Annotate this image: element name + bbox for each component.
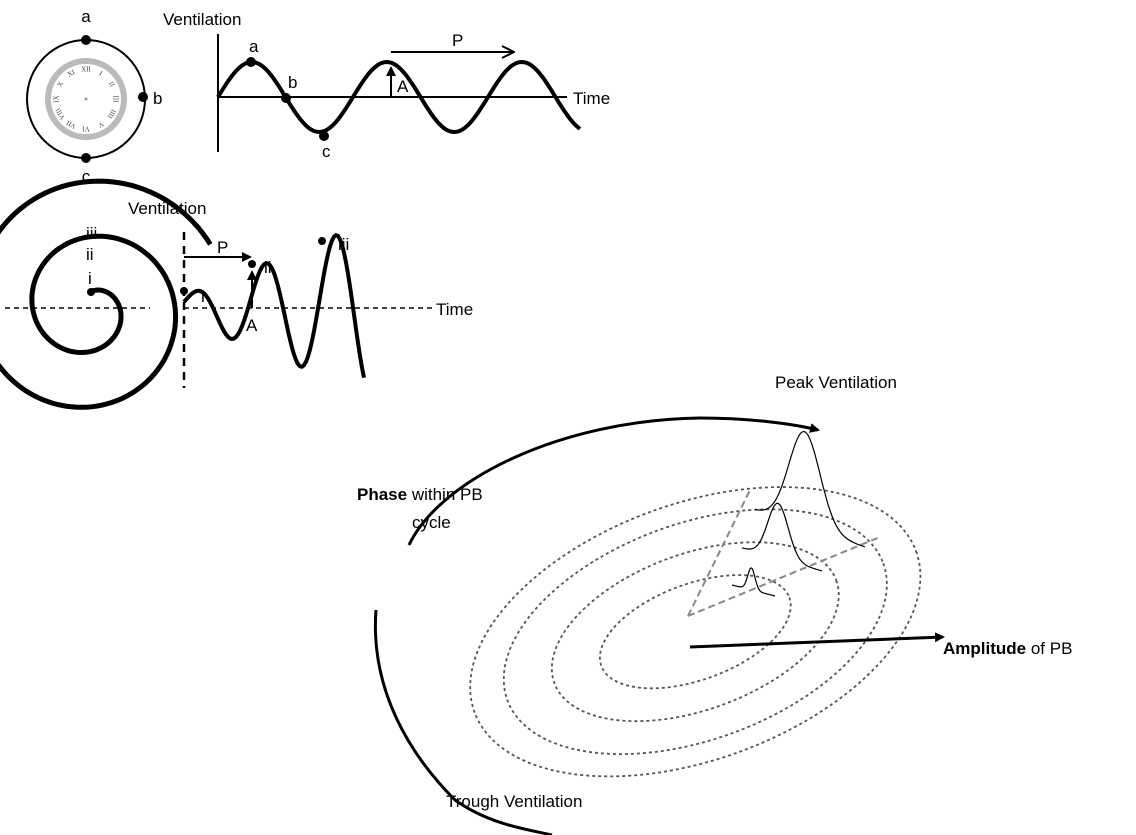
clock-numeral: I [98,69,105,77]
wave-point-c [319,131,329,141]
growing-wave-y-axis-label: Ventilation [128,199,206,218]
growing-wave-point-iii [318,237,326,245]
spiral-label-ii: ii [86,245,94,264]
wave-label-b: b [288,73,297,92]
trough-ventilation-label: Trough Ventilation [446,792,582,811]
amplitude-contour-ellipse [599,574,792,690]
growing-wave-label-iii: iii [338,235,349,254]
zero-phase-guide-line [687,536,881,617]
period-label: P [452,31,463,50]
growing-wave-label-ii: ii [264,258,272,277]
peak-guide-line [687,489,751,617]
amplitude-contour-ellipse [469,486,922,778]
phase-arc-bottom [373,609,553,835]
clock-numeral: IIII [105,108,117,121]
spiral-panel: iii ii i Ventilation Time i ii iii P A [0,178,473,410]
clock-numeral: X [56,80,65,88]
small-peak [731,567,776,597]
phase-amplitude-panel: Peak Ventilation Trough Ventilation Phas… [357,373,1072,835]
growing-period-label: P [217,238,228,257]
wave-y-axis-label: Ventilation [163,10,241,29]
growing-amplitude-label: A [246,316,258,335]
amplitude-of-pb-label: Amplitude of PB [943,639,1072,658]
clock-numeral: XI [66,68,77,79]
growing-wave-point-ii [248,260,256,268]
medium-peak [741,502,823,572]
peak-ventilation-label: Peak Ventilation [775,373,897,392]
clock-numeral: IX [53,95,61,102]
amplitude-contour-ellipse [502,508,888,755]
clock-point-b [138,92,148,102]
growing-wave-point-i [180,287,188,295]
clock-numeral: III [112,96,120,104]
phase-arc-top [407,416,820,546]
wave-label-c: c [322,142,331,161]
wave-point-b [281,93,291,103]
clock-label-b: b [153,89,162,108]
clock-label-a: a [81,7,91,26]
spiral-label-iii: iii [86,224,97,243]
wave-x-axis-label: Time [573,89,610,108]
spiral-label-i: i [88,269,92,288]
amplitude-label: A [397,77,409,96]
growing-wave-x-axis-label: Time [436,300,473,319]
clock-point-a [81,35,91,45]
wave-label-a: a [249,37,259,56]
clock-numeral: II [107,80,117,89]
phase-label-line2: cycle [412,513,451,532]
phase-label: Phase within PB [357,485,483,504]
spiral-point-i [87,288,95,296]
amplitude-contour-ellipse [550,541,840,723]
wave-point-a [246,57,256,67]
clock-point-c [81,153,91,163]
clock-label-c: c [82,167,91,186]
amplitude-axis-arrow [689,632,945,649]
growing-wave-label-i: i [201,287,205,306]
spiral-icon [0,178,213,410]
large-peak [754,430,866,548]
clock-numeral: VI [82,125,90,133]
amplitude-contours [469,486,922,778]
ventilation-sine-wave [216,59,582,135]
clock-numeral: V [97,120,105,129]
clock-numeral: XII [81,66,91,74]
growing-ventilation-wave [182,232,366,379]
